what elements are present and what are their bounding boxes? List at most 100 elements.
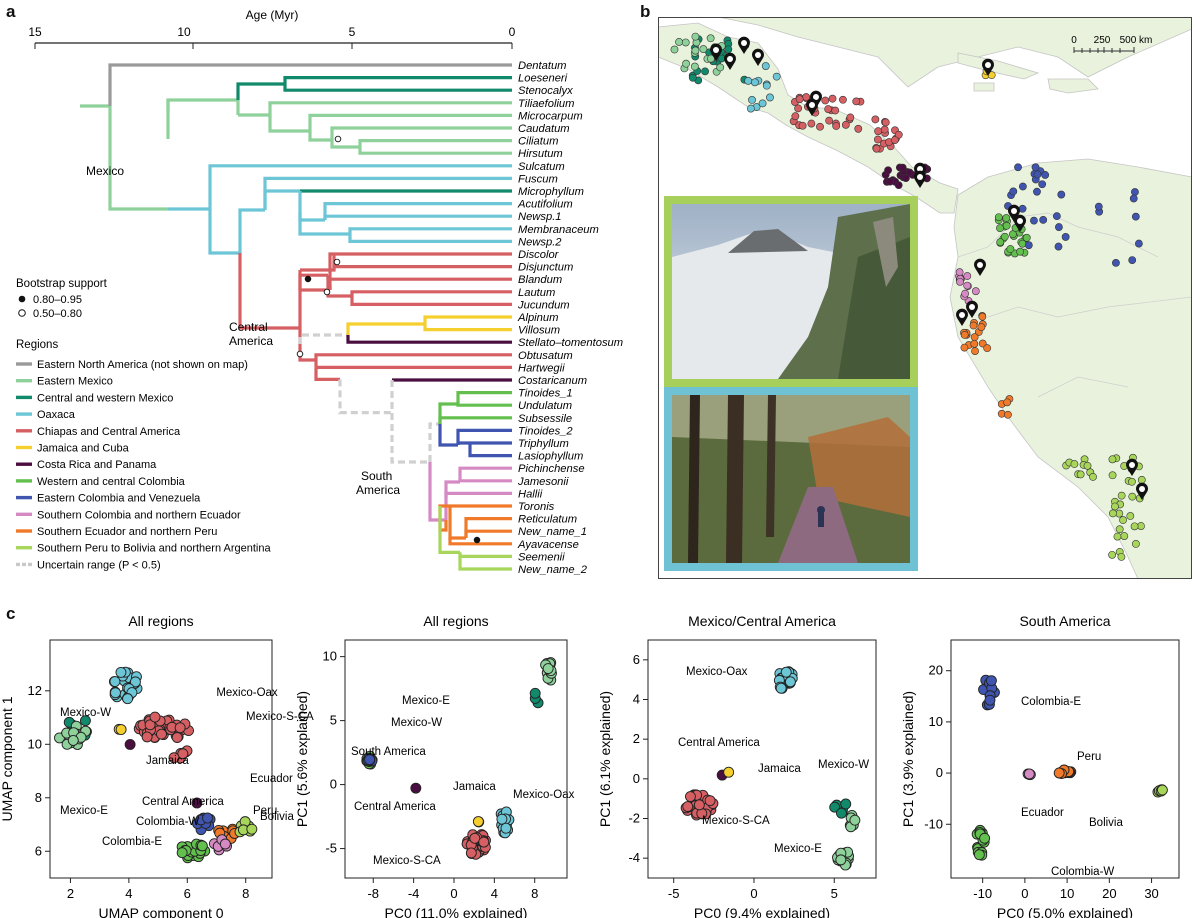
cluster-annotation: Colombia-E: [102, 836, 162, 848]
map-sample-point: [1108, 471, 1117, 480]
taxon-label: Toronis: [518, 501, 555, 513]
map-sample-point: [1128, 256, 1137, 264]
tree-branch: [323, 214, 512, 220]
map-sample-point: [791, 112, 800, 121]
data-point: [109, 676, 121, 687]
data-point: [144, 719, 156, 731]
x-tick-label: 8: [531, 886, 538, 901]
age-tick: 0: [509, 25, 516, 39]
tree-branch: [238, 208, 265, 253]
tree-branch: [448, 538, 512, 546]
cluster-annotation: Jamaica: [146, 755, 189, 767]
tree-branch: [108, 106, 168, 211]
tree-branch: [328, 252, 512, 290]
map-sample-point: [1108, 550, 1117, 559]
map-sample-point: [1052, 212, 1061, 221]
x-tick-label: 10: [1060, 886, 1074, 901]
tree-branch: [444, 480, 460, 520]
map-sample-point: [996, 238, 1005, 247]
scale-tick: 250: [1094, 35, 1111, 46]
scale-tick: 0: [1071, 35, 1077, 46]
data-point: [1156, 784, 1168, 796]
map-sample-point: [1054, 242, 1063, 251]
data-point: [191, 797, 203, 809]
data-point: [542, 663, 554, 674]
map-pin: [810, 90, 822, 108]
data-point: [500, 822, 512, 834]
taxon-label: Tiliaefolium: [518, 98, 574, 110]
cluster-annotation: Peru: [253, 805, 277, 817]
taxon-label: Newsp.1: [518, 211, 562, 223]
tree-branch: [444, 491, 512, 498]
tree-branches: [80, 63, 512, 571]
tree-branch: [330, 126, 512, 140]
map-sample-point: [1033, 187, 1041, 196]
cluster-annotation: Mexico-Oax: [216, 687, 278, 699]
map-sample-point: [960, 343, 969, 352]
data-point: [775, 682, 787, 694]
map-sample-point: [873, 135, 882, 144]
uncertain-label: Uncertain range (P < 0.5): [37, 559, 161, 571]
map-sample-point: [1076, 470, 1085, 479]
data-point: [465, 847, 477, 859]
taxon-label: Newsp.2: [518, 236, 562, 248]
cluster-annotation: Ecuador: [1021, 807, 1064, 819]
map-sample-point: [1089, 472, 1097, 481]
clade-label-mexico: Mexico: [86, 164, 124, 178]
data-point: [124, 739, 136, 750]
data-point: [1053, 767, 1065, 779]
bootstrap-marker: [333, 258, 341, 266]
map-sample-point: [1004, 410, 1012, 419]
taxon-label: Tinoides_2: [518, 425, 573, 437]
taxon-label: Loeseneri: [518, 73, 568, 85]
taxon-label: Triphyllum: [518, 438, 569, 450]
data-point: [835, 854, 847, 866]
region-label: Eastern Colombia and Venezuela: [37, 493, 201, 505]
cluster-annotation: Central America: [142, 796, 224, 808]
tree-branch: [348, 227, 512, 234]
map-pin: [974, 258, 986, 276]
tree-branch: [346, 335, 512, 344]
map-pin: [806, 98, 818, 116]
tree-branch: [458, 552, 512, 571]
map-sample-point: [1002, 221, 1011, 230]
tree-branch: [263, 189, 300, 210]
data-point: [984, 694, 996, 706]
cluster-annotation: Mexico-W: [60, 707, 111, 719]
map-sample-point: [1108, 455, 1117, 464]
panel-label-b: b: [640, 2, 651, 21]
map-sample-point: [1000, 232, 1009, 241]
data-point: [985, 675, 997, 687]
tree-branch: [263, 176, 512, 210]
data-point: [79, 715, 91, 727]
map-pin: [914, 170, 926, 188]
scale-bar: 0 250 500 km: [1071, 35, 1152, 53]
map-panel: 0 250 500 km: [658, 17, 1192, 579]
map-sample-point: [880, 125, 889, 134]
map-sample-point: [795, 95, 804, 104]
taxon-label: Hallii: [518, 488, 543, 500]
map-sample-point: [971, 287, 980, 296]
chart-title: All regions: [128, 613, 193, 629]
taxon-label: Hirsutum: [518, 148, 563, 160]
map-sample-point: [1113, 532, 1122, 541]
tree-branch: [298, 288, 330, 328]
map-pin: [982, 58, 994, 76]
data-point: [168, 752, 180, 764]
map-sample-point: [1134, 239, 1143, 248]
map-pin: [752, 48, 764, 66]
y-tick-label: -10: [924, 816, 943, 831]
map-sample-point: [871, 115, 880, 124]
taxon-label: Hartwegii: [518, 362, 565, 374]
y-tick-label: 0: [330, 777, 337, 792]
map-sample-point: [1014, 163, 1022, 172]
map-sample-point: [884, 166, 892, 175]
cluster-annotation: South America: [351, 746, 426, 758]
data-point: [141, 731, 153, 743]
data-point: [174, 722, 186, 734]
cluster-annotation: Ecuador: [250, 773, 293, 785]
map-pin: [1014, 214, 1026, 232]
region-label: Oaxaca: [37, 409, 76, 421]
map-sample-point: [886, 177, 895, 186]
